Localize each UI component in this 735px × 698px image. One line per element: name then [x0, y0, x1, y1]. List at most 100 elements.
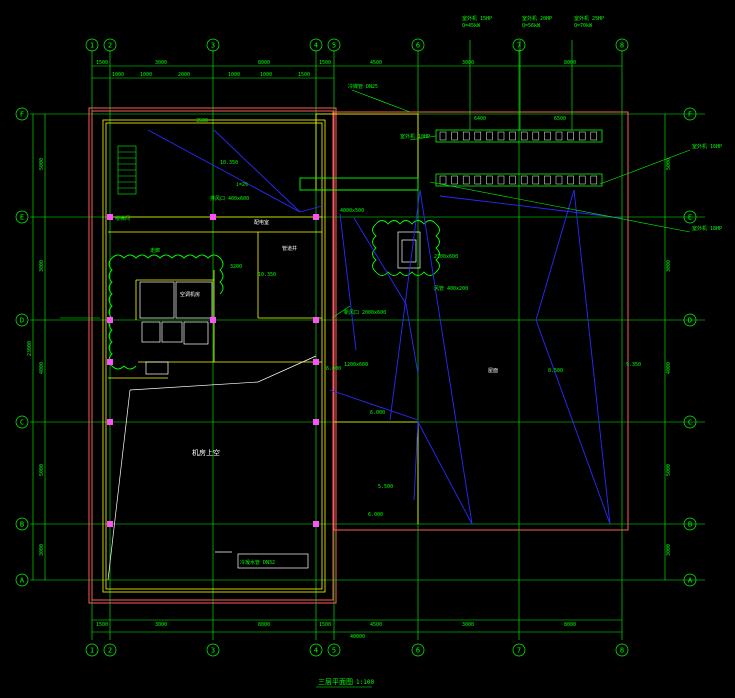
dim-bottom-total: 40000 — [350, 634, 365, 640]
equipment-cell-0-3 — [474, 131, 482, 141]
svg-text:C: C — [20, 419, 24, 427]
stair — [117, 145, 137, 195]
axis-bubble-left-A: A — [15, 573, 29, 587]
equipment-cell-1-1 — [451, 175, 458, 185]
unit-a-name: 室外机 15HP — [462, 15, 492, 22]
axis-bubble-left-B: B — [15, 517, 29, 531]
dim-top-sub-5: 1000 — [260, 72, 272, 78]
dim-top-sub-6: 1500 — [298, 72, 310, 78]
equipment-cell-0-7 — [520, 131, 528, 141]
column-5 — [313, 317, 319, 323]
columns — [107, 214, 319, 527]
axis-bubble-top-4: 4 — [309, 38, 323, 52]
svg-text:5: 5 — [332, 647, 336, 655]
equipment-cell-1-10 — [555, 175, 563, 185]
equipment-cell-1-9 — [544, 175, 551, 185]
svg-text:F: F — [688, 111, 692, 119]
axis-bubble-top-2: 2 — [103, 38, 117, 52]
unit-e-name: 室外机 10HP — [400, 133, 430, 140]
equipment-cell-0-9 — [544, 131, 551, 141]
dim-6400: 6400 — [474, 116, 486, 122]
axis-bubble-bottom-3: 3 — [206, 643, 220, 657]
axis-bubble-bottom-7: 7 — [512, 643, 526, 657]
label-hvac: 空调机房 — [180, 291, 200, 298]
equipment-cell-1-6 — [509, 175, 516, 185]
unit-c-name: 室外机 25HP — [574, 15, 604, 22]
column-3 — [107, 317, 113, 323]
column-11 — [313, 521, 319, 527]
label-stair: 楼梯间 — [115, 215, 130, 222]
equipment-cell-0-1 — [451, 131, 458, 141]
svg-text:E: E — [688, 214, 692, 222]
dim-right-2: 3000 — [666, 260, 672, 272]
dim-3200: 3200 — [230, 264, 242, 270]
dim-3500: 3500 — [196, 118, 208, 124]
dim-4000: 4000x500 — [340, 208, 364, 214]
svg-text:8: 8 — [620, 42, 624, 50]
svg-text:3: 3 — [211, 647, 215, 655]
elev-8: 9.350 — [626, 362, 641, 368]
axis-bubble-bottom-2: 2 — [103, 643, 117, 657]
svg-text:4: 4 — [314, 42, 318, 50]
equipment-cell-0-8 — [532, 131, 540, 141]
dim-bottom-6: 3000 — [462, 622, 474, 628]
dim-right-3: 4000 — [666, 362, 672, 374]
svg-text:6: 6 — [416, 647, 420, 655]
axis-bubble-top-1: 1 — [85, 38, 99, 52]
dim-right-1: 5000 — [666, 158, 672, 170]
label-machine-room: 机房上空 — [192, 448, 220, 457]
axis-bubble-right-E: E — [683, 210, 697, 224]
equipment-cell-0-6 — [509, 131, 516, 141]
axis-bubble-bottom-5: 5 — [327, 643, 341, 657]
axis-bubble-bottom-6: 6 — [411, 643, 425, 657]
unit-f-name: 室外机 18HP — [692, 225, 722, 232]
elev-3: 6.000 — [326, 366, 341, 372]
dim-1200: 1200x600 — [344, 362, 368, 368]
dim-bottom-3: 8000 — [258, 622, 270, 628]
axis-bubble-bottom-1: 1 — [85, 643, 99, 657]
elev-1: 10.350 — [220, 160, 238, 166]
svg-text:1: 1 — [90, 42, 94, 50]
axis-bubble-right-A: A — [683, 573, 697, 587]
equipment-cell-1-5 — [497, 175, 505, 185]
column-7 — [313, 359, 319, 365]
outer-walls — [88, 107, 629, 604]
svg-text:B: B — [688, 521, 692, 529]
column-1 — [210, 214, 216, 220]
dim-top-6: 3000 — [462, 60, 474, 66]
svg-text:6: 6 — [416, 42, 420, 50]
equipment-cell-0-5 — [497, 131, 505, 141]
equipment-cell-1-0 — [439, 175, 447, 185]
equipment-cells — [439, 131, 598, 185]
unit-a-spec: Q=45kW — [462, 23, 481, 29]
dim-left-2: 3000 — [39, 260, 45, 272]
equipment-cell-1-13 — [590, 175, 598, 185]
svg-text:E: E — [20, 214, 24, 222]
column-2 — [313, 214, 319, 220]
svg-text:3: 3 — [211, 42, 215, 50]
dim-top-sub-2: 1000 — [140, 72, 152, 78]
dim-left-total: 23000 — [27, 341, 33, 356]
elev-7: 8.500 — [548, 368, 563, 374]
dim-top-sub-4: 1000 — [228, 72, 240, 78]
axis-bubble-top-8: 8 — [615, 38, 629, 52]
axis-bubble-top-3: 3 — [206, 38, 220, 52]
dim-top-5: 4500 — [370, 60, 382, 66]
axis-bubble-right-C: C — [683, 415, 697, 429]
dim-right-5: 3000 — [666, 544, 672, 556]
axis-bubble-left-C: C — [15, 415, 29, 429]
column-6 — [107, 359, 113, 365]
elev-5: 5.500 — [378, 484, 393, 490]
unit-d-name: 室外机 16HP — [692, 143, 722, 150]
axis-bubble-left-E: E — [15, 210, 29, 224]
svg-text:1: 1 — [90, 647, 94, 655]
axis-bubble-top-5: 5 — [327, 38, 341, 52]
title-scale: 1:100 — [356, 679, 374, 686]
unit-b-name: 室外机 20HP — [522, 15, 552, 22]
equipment-cell-1-4 — [486, 175, 493, 185]
dim-top-sub-3: 2000 — [178, 72, 190, 78]
label-roof: 屋面 — [488, 368, 498, 374]
svg-text:C: C — [688, 419, 692, 427]
svg-text:A: A — [688, 577, 693, 585]
